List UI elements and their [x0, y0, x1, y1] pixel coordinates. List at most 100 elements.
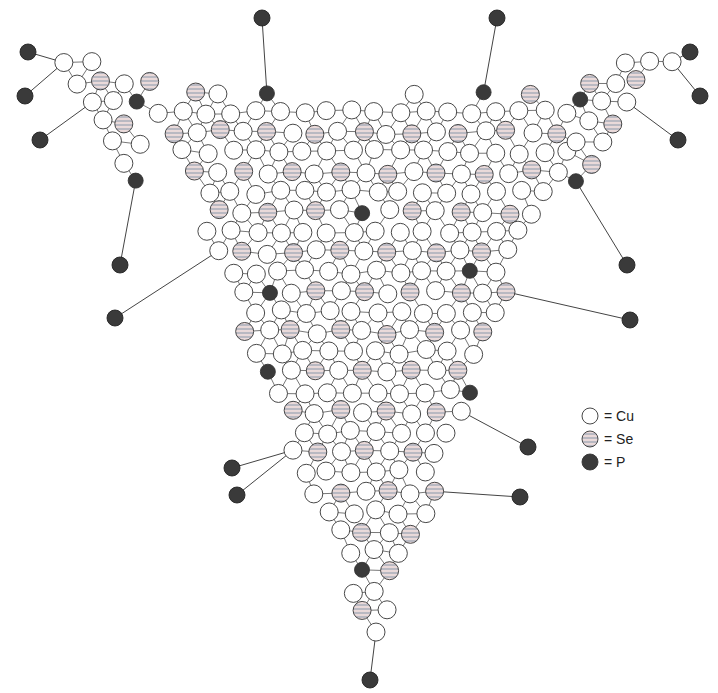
cu-atom [222, 221, 240, 239]
cu-atom [616, 54, 634, 72]
cu-atom [353, 321, 371, 339]
cu-atom [463, 303, 481, 321]
se-atom [235, 162, 253, 180]
cu-atom [378, 363, 396, 381]
se-atom [497, 283, 515, 301]
cu-atom [381, 442, 399, 460]
se-atom [165, 125, 183, 143]
p-atom [568, 174, 583, 189]
cu-atom [509, 221, 527, 239]
cu-atom [488, 222, 506, 240]
bond-line [506, 292, 630, 320]
cu-atom [437, 262, 455, 280]
se-atom [115, 115, 133, 133]
cu-atom [437, 424, 455, 442]
cu-atom [330, 361, 348, 379]
cu-atom [487, 144, 505, 162]
bond-line [115, 251, 219, 318]
bond-line [484, 18, 497, 92]
se-atom [427, 164, 445, 182]
cu-atom [83, 93, 101, 111]
cu-atom [365, 582, 383, 600]
cu-atom [369, 384, 387, 402]
cu-atom [342, 181, 360, 199]
legend-row: = Se [580, 427, 634, 450]
p-atom [692, 88, 708, 104]
cu-atom [317, 462, 335, 480]
se-atom [427, 403, 445, 421]
cu-atom [393, 303, 411, 321]
cu-atom [417, 505, 435, 523]
se-atom [283, 163, 301, 181]
cu-atom [354, 404, 372, 422]
cu-atom [209, 164, 227, 182]
legend-text: = P [604, 454, 625, 470]
cu-atom [439, 143, 457, 161]
p-atom [262, 285, 277, 300]
cu-atom [297, 464, 315, 482]
cu-atom [392, 104, 410, 122]
cu-atom [474, 284, 492, 302]
cu-atom [234, 122, 252, 140]
cu-atom [437, 304, 455, 322]
atoms [55, 52, 681, 641]
se-atom [332, 484, 350, 502]
p-atom [20, 44, 36, 60]
cu-atom [417, 102, 435, 120]
se-atom [473, 243, 491, 261]
cu-atom [441, 224, 459, 242]
se-atom [402, 361, 420, 379]
cu-atom [487, 263, 505, 281]
p-atom [128, 173, 143, 188]
cu-atom [390, 461, 408, 479]
cu-atom [233, 204, 251, 222]
se-atom [426, 323, 444, 341]
se-atom [449, 124, 467, 142]
se-atom [306, 125, 324, 143]
cu-atom [221, 182, 239, 200]
cu-atom [463, 105, 481, 123]
se-atom [523, 161, 541, 179]
se-atom [403, 202, 421, 220]
se-atom [187, 83, 205, 101]
cu-atom [305, 165, 323, 183]
cu-atom [247, 185, 265, 203]
cu-atom [131, 135, 149, 153]
cu-atom [513, 181, 531, 199]
cu-atom [285, 201, 303, 219]
cu-atom [413, 184, 431, 202]
legend-swatch [580, 406, 600, 426]
bond-line [627, 102, 678, 140]
se-atom [378, 325, 396, 343]
cu-atom [295, 424, 313, 442]
cu-atom [380, 524, 398, 542]
cu-atom [607, 75, 625, 93]
p-atom [573, 92, 588, 107]
se-atom [309, 443, 327, 461]
p-atom [462, 263, 477, 278]
se-atom [379, 482, 397, 500]
cu-atom [391, 223, 409, 241]
cu-atom [390, 345, 408, 363]
p-atom [32, 132, 48, 148]
p-atom [489, 10, 505, 26]
legend-swatch-circle [582, 408, 598, 424]
cu-atom [332, 443, 350, 461]
cu-atom [366, 222, 384, 240]
cu-atom [222, 105, 240, 123]
cu-atom [463, 223, 481, 241]
se-atom [604, 115, 622, 133]
cu-atom [210, 242, 228, 260]
cu-atom [381, 201, 399, 219]
se-atom [356, 283, 374, 301]
p-atom [107, 310, 123, 326]
cu-atom [392, 141, 410, 159]
cu-atom [83, 53, 101, 71]
cu-atom [296, 104, 314, 122]
p-atom [476, 85, 491, 100]
cu-atom [461, 144, 479, 162]
se-atom [331, 241, 349, 259]
cu-atom [247, 304, 265, 322]
cu-atom [332, 282, 350, 300]
p-atom [512, 489, 528, 505]
